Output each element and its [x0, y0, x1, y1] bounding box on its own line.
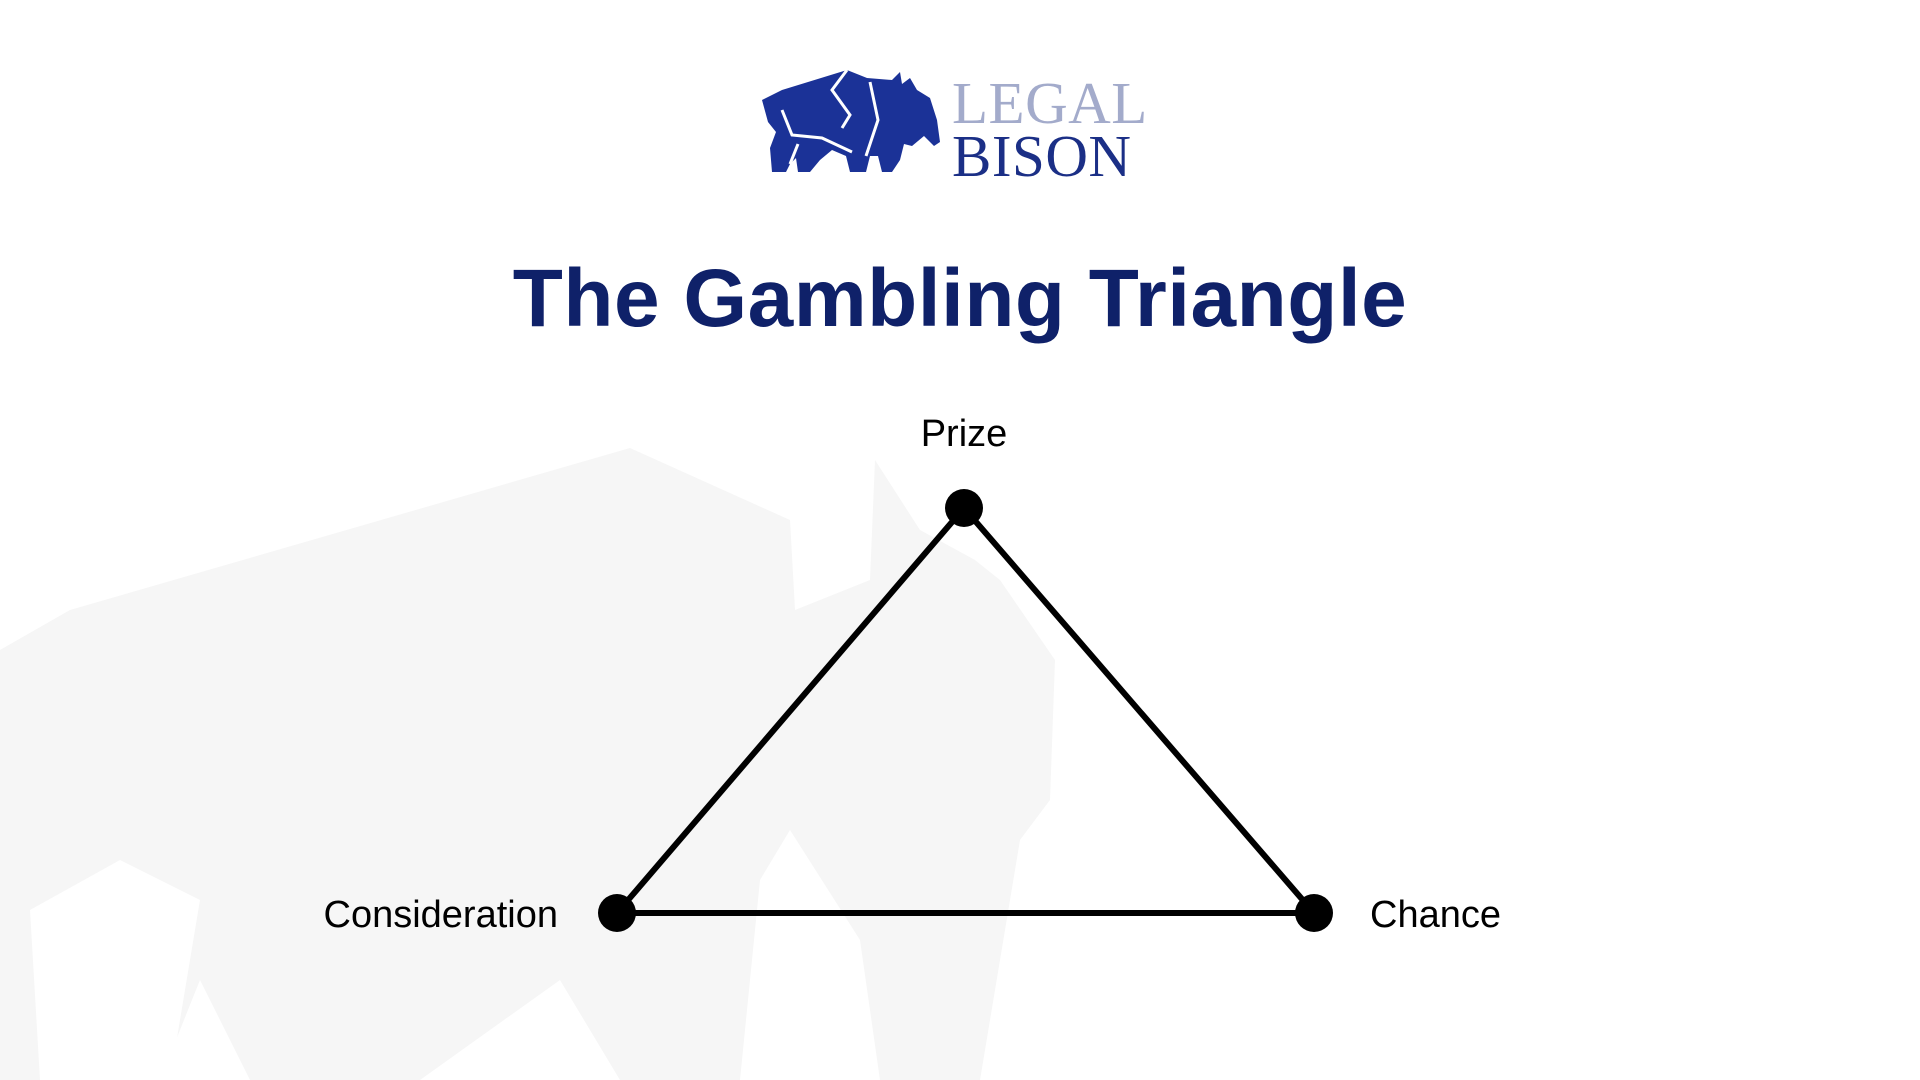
bison-line-3: [864, 81, 880, 157]
bison-line-1: [830, 69, 852, 129]
logo-word-bottom: BISON: [952, 123, 1132, 189]
node-consideration: [598, 894, 636, 932]
edge-prize-chance: [961, 505, 1317, 916]
bison-body: [762, 70, 940, 172]
node-label-prize: Prize: [921, 413, 1008, 455]
watermark-shape: [0, 448, 1055, 1080]
node-label-chance: Chance: [1370, 894, 1501, 936]
node-label-consideration: Consideration: [324, 894, 558, 936]
node-chance: [1295, 894, 1333, 932]
bison-logo-icon: [762, 69, 940, 172]
edge-prize-consideration: [614, 505, 967, 916]
logo-word-top: LEGAL: [952, 70, 1148, 136]
edges-layer: [614, 505, 1317, 916]
watermark-leg-left: [30, 860, 200, 1080]
nodes-layer: [598, 489, 1333, 932]
bison-line-4: [788, 143, 800, 165]
brand-logo: LEGAL BISON: [762, 60, 1162, 190]
bison-line-2: [780, 109, 853, 154]
page-title: The Gambling Triangle: [512, 253, 1408, 344]
node-prize: [945, 489, 983, 527]
